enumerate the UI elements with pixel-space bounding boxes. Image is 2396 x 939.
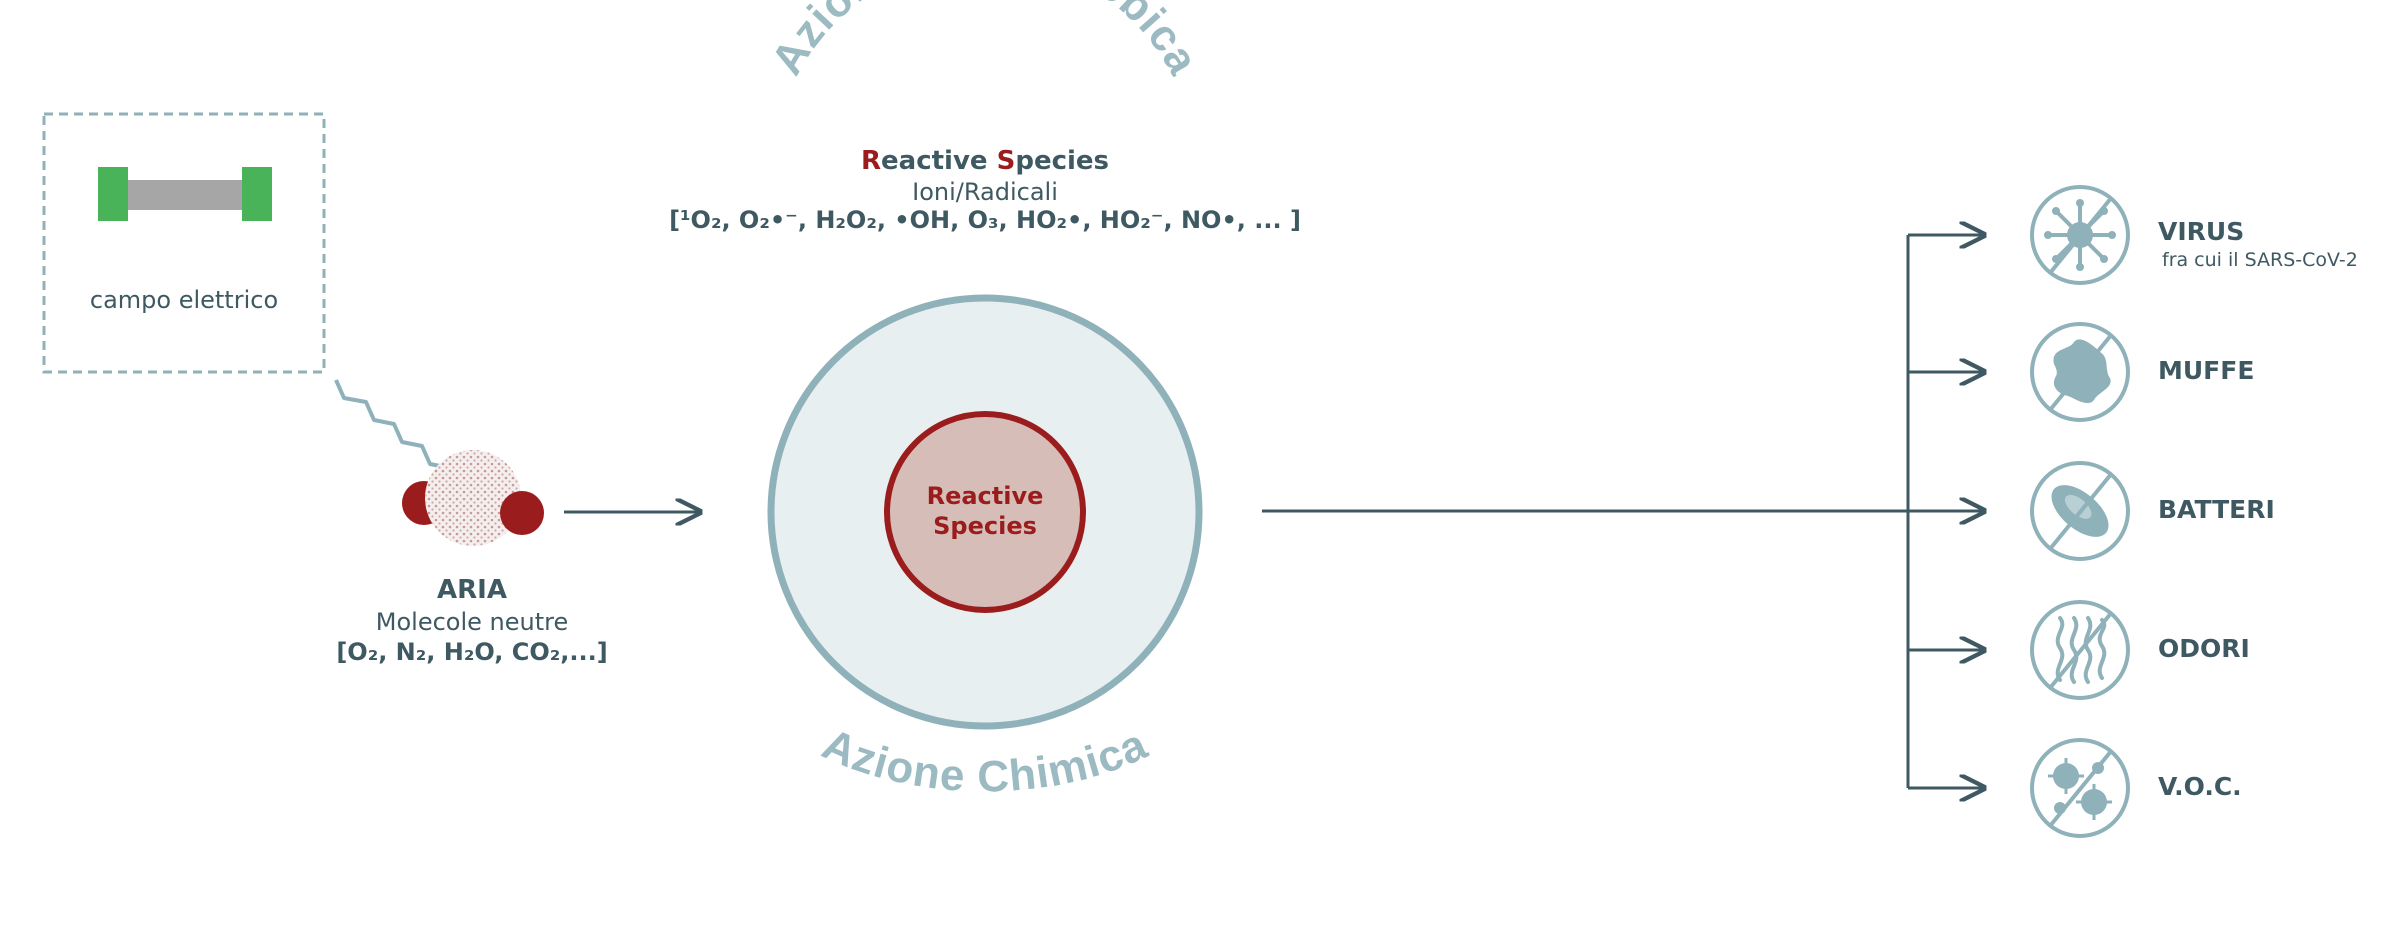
electrode-left-icon xyxy=(98,167,128,221)
target-virus-name: VIRUS xyxy=(2158,217,2245,246)
virus-icon xyxy=(2030,185,2130,285)
electric-field-box xyxy=(42,112,326,374)
molecule-dots-icon xyxy=(425,450,521,546)
heading-letter-s: S xyxy=(996,146,1016,176)
title-azione-antimicrobica: Azione Antimicrobica xyxy=(762,0,1208,83)
electrode-right-icon xyxy=(242,167,272,221)
reactive-species-heading: Reactive Species xyxy=(861,146,1109,176)
core-label-line1: Reactive xyxy=(926,482,1044,510)
heading-rest-1: eactive xyxy=(881,146,997,176)
target-muffe-name: MUFFE xyxy=(2158,356,2255,385)
target-batteri-name: BATTERI xyxy=(2158,495,2275,524)
reactive-species-subtitle: Ioni/Radicali xyxy=(912,178,1058,206)
electric-field-label: campo elettrico xyxy=(89,286,279,314)
reactive-core-circle xyxy=(884,411,1086,613)
air-title: ARIA xyxy=(437,575,507,605)
mold-icon xyxy=(2030,322,2130,422)
title-azione-chimica: Azione Chimica xyxy=(815,719,1154,801)
voc-icon xyxy=(2030,738,2130,838)
heading-rest-2: pecies xyxy=(1015,146,1110,176)
molecule-red-right-icon xyxy=(500,491,544,535)
air-formula: [O₂, N₂, H₂O, CO₂,...] xyxy=(336,638,608,666)
odor-icon xyxy=(2030,600,2130,700)
heading-letter-r: R xyxy=(860,146,882,176)
bacteria-icon xyxy=(2030,461,2130,561)
core-label-line2: Species xyxy=(933,512,1037,540)
reactive-species-formula: [¹O₂, O₂•⁻, H₂O₂, •OH, O₃, HO₂•, HO₂⁻, N… xyxy=(669,206,1301,234)
target-odori-name: ODORI xyxy=(2158,634,2250,663)
electrode-bar-icon xyxy=(128,180,242,210)
target-virus-sub: fra cui il SARS-CoV-2 xyxy=(2162,249,2358,271)
air-subtitle: Molecole neutre xyxy=(375,608,569,636)
target-voc-name: V.O.C. xyxy=(2158,772,2242,801)
